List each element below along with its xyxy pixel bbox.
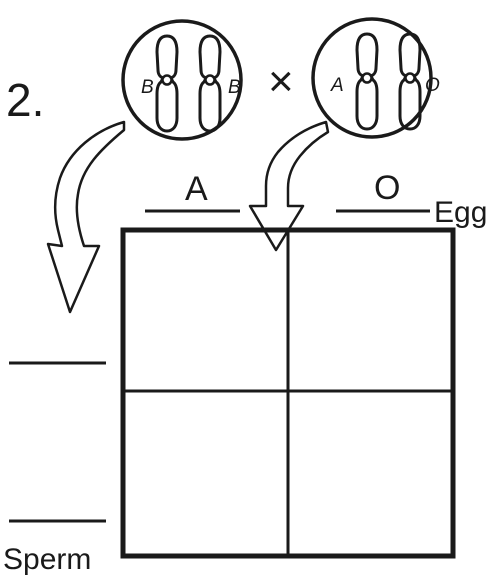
chromosome-right-2 <box>398 32 422 131</box>
parent-left-circle <box>121 19 243 141</box>
sperm-label: Sperm <box>3 543 91 576</box>
parent-right-cell: A O <box>311 17 440 139</box>
egg-allele-2: O <box>374 169 400 207</box>
egg-label: Egg <box>434 196 487 229</box>
parent-right-circle <box>311 17 433 139</box>
egg-allele-1: A <box>185 170 208 208</box>
chromosome-left-2 <box>198 34 222 133</box>
arrow-left-icon <box>46 120 126 314</box>
problem-number: 2. <box>6 74 44 126</box>
chromosome-left-1 <box>155 34 179 133</box>
parent-right-allele-2: O <box>425 75 440 96</box>
parent-right-allele-1: A <box>330 75 344 96</box>
parent-left-allele-1: B <box>141 77 154 98</box>
cross-symbol: × <box>268 57 294 106</box>
punnett-square <box>120 227 456 559</box>
chromosome-right-1 <box>355 32 379 131</box>
parent-left-allele-2: B <box>228 77 241 98</box>
parent-left-cell: B B <box>121 19 243 141</box>
